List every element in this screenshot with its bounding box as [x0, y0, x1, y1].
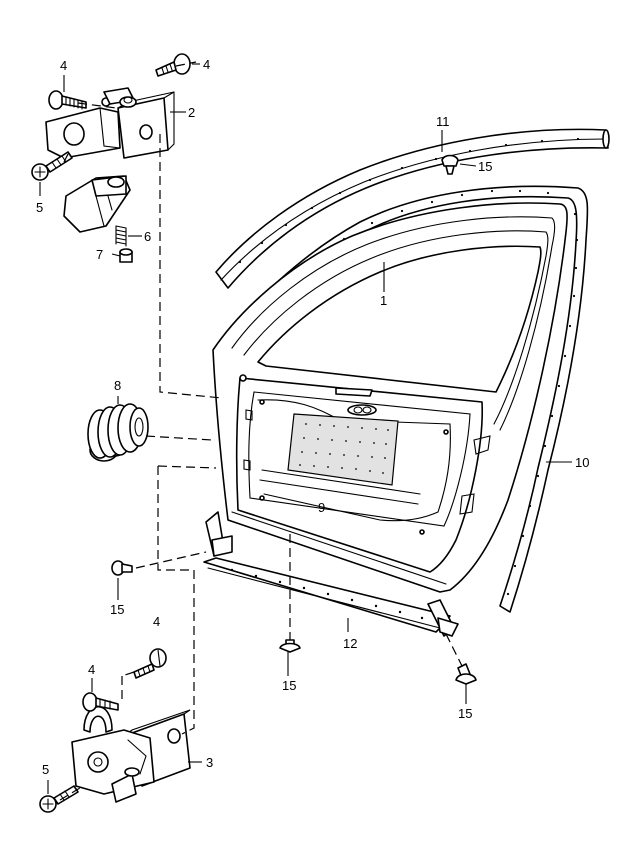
clip-part — [111, 154, 477, 685]
callout-3: 3 — [206, 755, 213, 770]
door-seal-part — [221, 185, 589, 613]
sill-seal-part — [203, 511, 459, 637]
callout-15-top: 15 — [478, 159, 492, 174]
callout-7: 7 — [96, 247, 103, 262]
callout-5-top: 5 — [36, 200, 43, 215]
callout-15-left: 15 — [110, 602, 124, 617]
callout-4-bottom-left: 4 — [88, 662, 95, 677]
grommet-boot-part — [87, 403, 149, 462]
callout-15-middle: 15 — [282, 678, 296, 693]
roof-seal-part — [215, 128, 610, 289]
callout-2: 2 — [188, 105, 195, 120]
door-shell-part — [212, 202, 568, 593]
callout-4-bottom-right: 4 — [153, 614, 160, 629]
callout-12: 12 — [343, 636, 357, 651]
spring-part — [115, 225, 127, 247]
callout-labels: 4 4 2 5 6 7 8 11 15 1 9 10 15 12 4 15 4 … — [36, 57, 589, 777]
callout-6: 6 — [144, 229, 151, 244]
callout-15-right: 15 — [458, 706, 472, 721]
upper-hinge-part — [45, 87, 175, 233]
callout-5-bottom: 5 — [42, 762, 49, 777]
callout-10: 10 — [575, 455, 589, 470]
callout-4-top-left: 4 — [60, 58, 67, 73]
callout-8: 8 — [114, 378, 121, 393]
callout-1: 1 — [380, 293, 387, 308]
callout-11: 11 — [436, 114, 450, 129]
pin-part — [119, 248, 133, 263]
callout-4-top-right: 4 — [203, 57, 210, 72]
callout-9: 9 — [318, 500, 325, 515]
leader-lines — [39, 63, 572, 794]
assembly-lines — [59, 61, 463, 801]
lower-hinge-part — [71, 705, 191, 803]
